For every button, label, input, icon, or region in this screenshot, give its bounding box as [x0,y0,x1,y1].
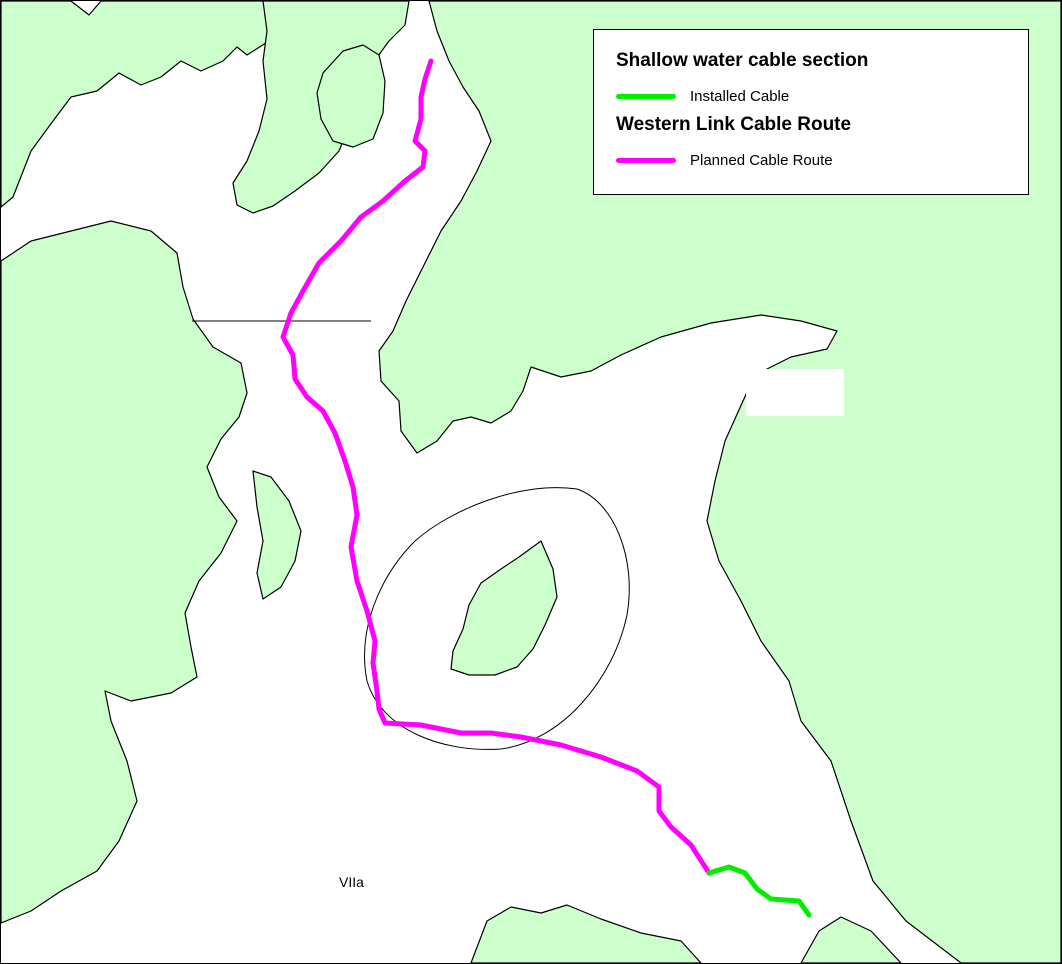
land-south [470,904,702,963]
legend-section-heading: Shallow water cable section [616,50,869,71]
land-northeast [378,1,1061,963]
legend-route-heading: Western Link Cable Route [616,114,852,135]
planned-cable-route [280,58,712,876]
planned-route-swatch [616,157,676,163]
legend-planned-label: Planned Cable Route [690,151,833,169]
installed-cable [706,864,812,918]
land-northwest [1,1,302,208]
land-southeast [800,916,902,963]
map-legend: Shallow water cable section Installed Ca… [593,29,1029,195]
installed-cable-swatch [616,93,676,99]
land-isle-of-man [450,540,558,676]
legend-planned-row: Planned Cable Route [616,150,833,170]
land-west [1,220,248,924]
territorial-boundary [364,487,630,750]
blank-patch [746,369,844,416]
sea-area-label: VIIa [339,874,364,890]
legend-installed-label: Installed Cable [690,87,790,105]
land-peninsula [252,470,302,600]
legend-installed-row: Installed Cable [616,86,789,106]
land-small-island [316,44,386,148]
